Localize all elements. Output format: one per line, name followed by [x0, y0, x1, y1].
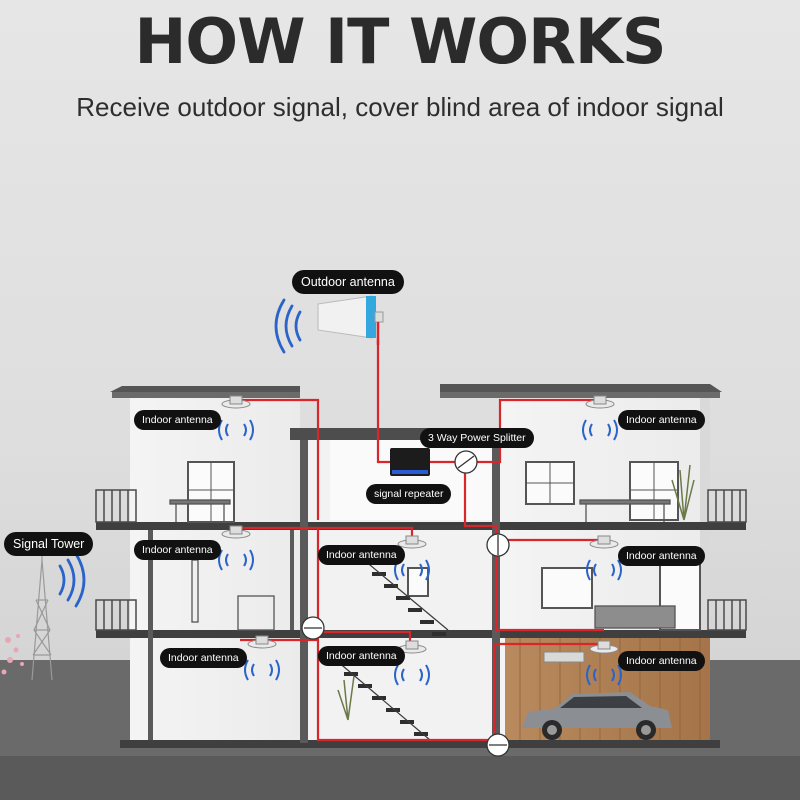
indoor-antenna-label: Indoor antenna — [618, 651, 705, 671]
floor-slabs — [96, 522, 746, 748]
signal-wave-icon — [274, 298, 302, 354]
plant-decoration — [337, 464, 695, 721]
road — [0, 756, 800, 800]
roof-left — [110, 386, 300, 392]
roof-right — [440, 384, 722, 392]
splitter-icon — [301, 450, 510, 757]
car-icon — [522, 692, 672, 740]
page-subtitle: Receive outdoor signal, cover blind area… — [76, 92, 724, 122]
indoor-antenna-label: Indoor antenna — [134, 410, 221, 430]
furniture — [169, 499, 676, 631]
signal-wave-icon — [58, 552, 86, 608]
balcony-left — [95, 489, 137, 631]
garage-lamp — [543, 651, 585, 663]
repeater-icon — [390, 448, 430, 476]
indoor-antenna-label: Indoor antenna — [318, 646, 405, 666]
indoor-antenna-label: Indoor antenna — [160, 648, 247, 668]
balcony-right — [707, 489, 747, 631]
signal-tower-label: Signal Tower — [4, 532, 94, 556]
indoor-antenna-label: Indoor antenna — [618, 410, 705, 430]
outdoor-antenna-icon — [317, 295, 384, 345]
signal-repeater-label: signal repeater — [366, 484, 452, 504]
indoor-antenna-label: Indoor antenna — [318, 545, 405, 565]
signal-tower-icon — [31, 548, 53, 681]
power-splitter-label: 3 Way Power Splitter — [420, 428, 534, 448]
left-wing-wall — [130, 398, 300, 743]
outdoor-antenna-label: Outdoor antenna — [292, 270, 404, 294]
indoor-antenna-label: Indoor antenna — [618, 546, 705, 566]
tree-decoration — [1, 634, 24, 675]
indoor-antenna-label: Indoor antenna — [134, 540, 221, 560]
page-title: HOW IT WORKS — [134, 5, 666, 78]
ceiling-antenna-icon — [218, 395, 622, 686]
